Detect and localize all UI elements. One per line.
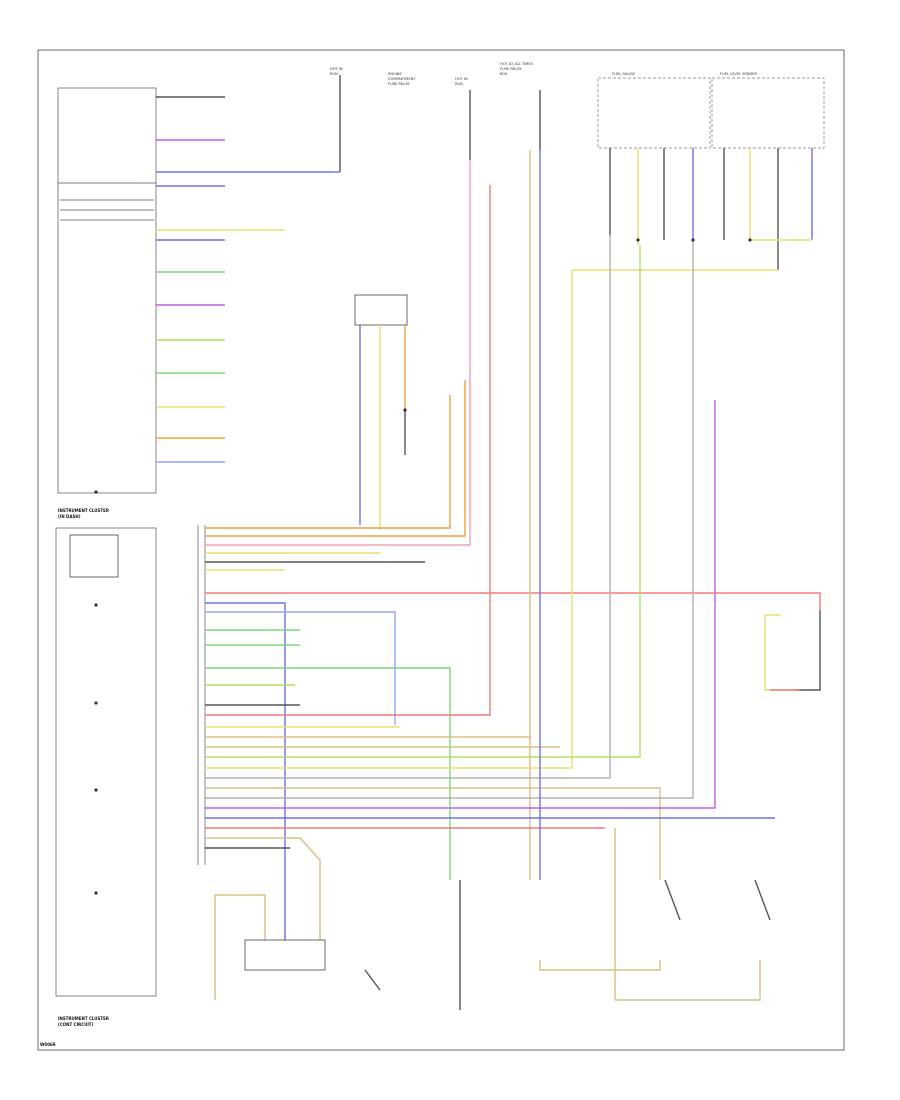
hot-at-all-times-line-3: BOX <box>500 72 508 76</box>
splice-dots <box>94 238 752 895</box>
fuel-level-sender-label: FUEL LEVEL SENDER <box>720 72 758 76</box>
switch-wires <box>156 96 330 463</box>
connector-column <box>197 525 206 865</box>
footer-id: W0069 <box>40 1042 56 1047</box>
hot-in-run-2-line-2: RUN <box>455 82 463 86</box>
hot-in-run-1-line-2: RUN <box>330 72 338 76</box>
cluster-label-line-1: INSTRUMENT CLUSTER <box>58 508 109 513</box>
hot-at-all-times-line-1: HOT AT ALL TIMES <box>500 62 534 66</box>
fuel-gauge-boxes <box>572 77 825 271</box>
vertical-wires <box>529 150 541 880</box>
bottom-switches <box>214 828 771 1010</box>
diagram-border <box>37 49 845 1051</box>
switch-panel <box>57 87 157 494</box>
bus-wires <box>205 160 821 940</box>
top-fuses <box>330 75 541 173</box>
bottom-left-label-line-1: INSTRUMENT CLUSTER <box>58 1016 109 1021</box>
engine-compartment-line-3: FUSE RELAY <box>388 82 410 86</box>
fuel-gauge-label: FUEL GAUGE <box>612 72 636 76</box>
bottom-left-label-line-2: (CONT CIRCUIT) <box>58 1022 94 1027</box>
sensor-box <box>354 294 408 530</box>
cluster-block <box>55 527 157 997</box>
engine-compartment-line-2: COMPARTMENT <box>388 77 416 81</box>
engine-compartment-line-1: ENGINE <box>388 72 402 76</box>
right-sensor <box>764 610 821 691</box>
hot-in-run-1-line-1: HOT IN <box>330 67 343 71</box>
hot-at-all-times-line-2: FUSE RELAY <box>500 67 522 71</box>
hot-in-run-2-line-1: HOT IN <box>455 77 468 81</box>
cluster-label-line-2: (IN DASH) <box>58 514 81 519</box>
